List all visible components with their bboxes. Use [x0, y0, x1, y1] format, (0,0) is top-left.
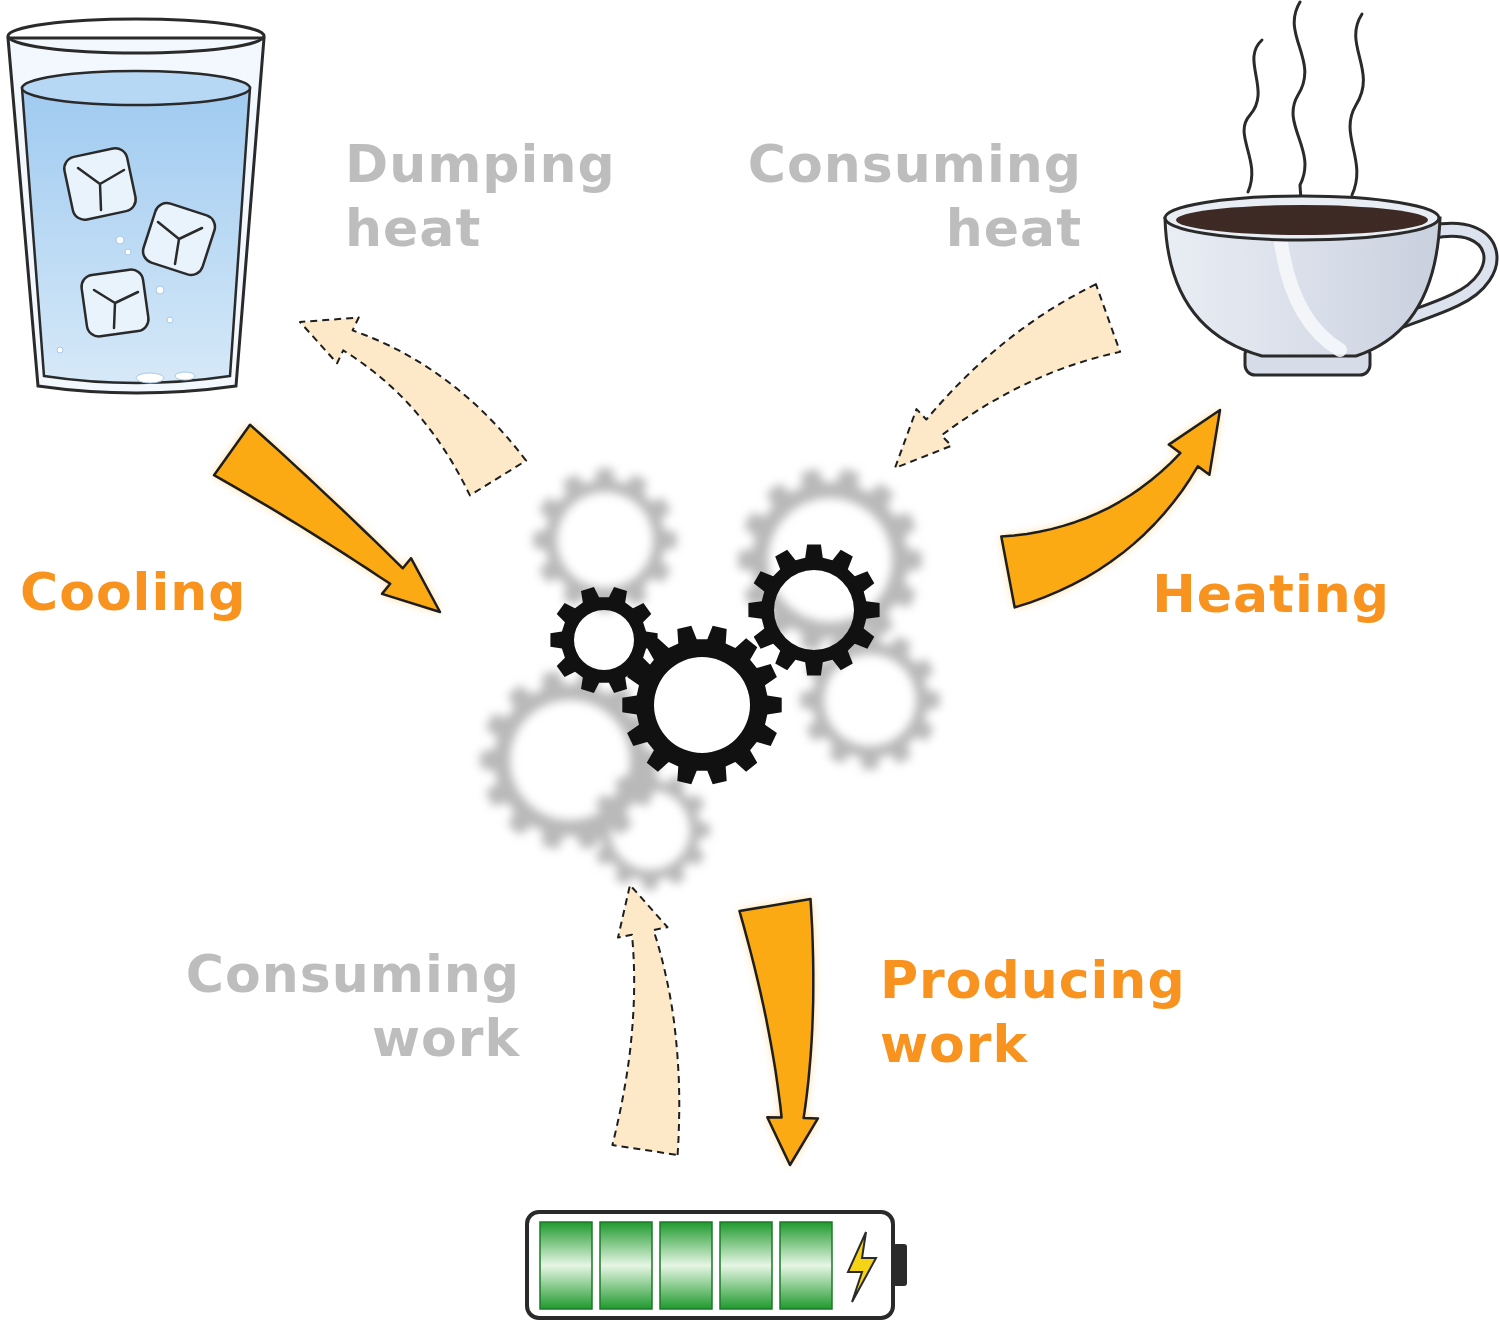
hot-coffee-cup — [1165, 2, 1490, 375]
dashed-arrow — [300, 318, 526, 496]
arrow-glow — [740, 899, 818, 1165]
caption-label: Cooling — [20, 560, 247, 624]
gear — [748, 544, 879, 675]
ice-water-glass — [8, 19, 264, 393]
caption-label: Producing work — [880, 948, 1186, 1076]
gears — [550, 544, 879, 784]
battery — [527, 1212, 907, 1318]
solid-arrow — [214, 425, 440, 612]
gear — [590, 770, 709, 889]
caption-label: Heating — [1152, 562, 1390, 626]
arrow-glow — [214, 425, 440, 612]
caption-label: Consuming work — [186, 942, 520, 1070]
caption-label: Dumping heat — [345, 132, 616, 260]
solid-arrow — [740, 899, 818, 1165]
gear — [622, 626, 781, 785]
dashed-arrow — [895, 284, 1120, 468]
caption-label: Consuming heat — [748, 132, 1082, 260]
gear — [533, 468, 676, 611]
flow-arrows — [214, 284, 1220, 1165]
blurred-gears — [480, 468, 939, 889]
dashed-arrow — [612, 885, 679, 1155]
